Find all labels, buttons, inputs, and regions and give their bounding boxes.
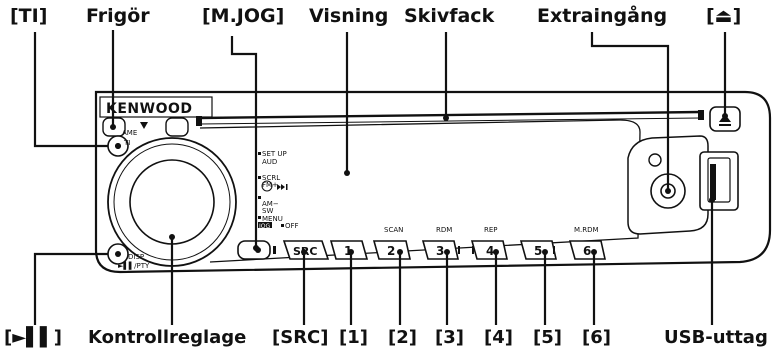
setup-label: SET UP	[262, 150, 287, 158]
jog-indicator-icon	[261, 180, 273, 192]
faceplate-inner-line	[199, 119, 641, 263]
disp-label: DISP	[128, 253, 144, 261]
callout-1: [1]	[339, 327, 368, 348]
callout-skivfack: Skivfack	[404, 5, 495, 27]
callout-eject: [⏏]	[706, 5, 742, 27]
callout-2: [2]	[388, 327, 417, 348]
callout-mjog: [M.JOG]	[202, 5, 285, 27]
scan-label: SCAN	[384, 226, 403, 234]
aux-small-led	[648, 153, 662, 167]
fm-label: FM+	[262, 181, 278, 189]
preset-button-4[interactable]	[470, 240, 508, 260]
mrdm-label: M.RDM	[574, 226, 599, 234]
preset-5-label: 5	[534, 244, 542, 258]
rdm-label: RDM	[436, 226, 452, 234]
callout-4: [4]	[484, 327, 513, 348]
leader-mjog	[230, 36, 258, 248]
preset-2-label: 2	[387, 244, 395, 258]
callout-6: [6]	[582, 327, 611, 348]
preset-button-6[interactable]	[568, 240, 606, 260]
preset-4-label: 4	[486, 244, 494, 258]
callout-visning: Visning	[309, 5, 389, 27]
preset-6-label: 6	[583, 244, 591, 258]
callout-3: [3]	[435, 327, 464, 348]
display-point	[344, 170, 350, 176]
sw-label: SW	[262, 207, 273, 215]
callout-ti: [TI]	[10, 5, 48, 27]
jog-label: JOG	[258, 223, 270, 230]
leader-extraingang	[590, 32, 670, 190]
brand-logo: KENWOOD	[106, 101, 193, 117]
leader-playpause	[33, 252, 108, 325]
ame-label: AME	[122, 129, 137, 137]
callout-usb: USB-uttag	[664, 327, 768, 348]
callout-frigor: Frigör	[86, 5, 150, 27]
leader-ti	[33, 32, 108, 148]
callout-playpause: [►▌▌]	[4, 327, 62, 348]
arrow-down-icon	[140, 122, 148, 129]
scrl-label: SCRL	[262, 174, 280, 182]
disc-slot	[199, 110, 701, 120]
menu-label: MENU	[262, 215, 283, 223]
callout-kontroll: Kontrollreglage	[88, 327, 247, 348]
aud-label: AUD	[262, 158, 277, 166]
preset-button-5[interactable]	[519, 240, 557, 260]
callout-5: [5]	[533, 327, 562, 348]
callout-extraingang: Extraingång	[537, 5, 668, 27]
brand-logo-box	[99, 96, 213, 118]
small-button[interactable]	[165, 117, 189, 137]
preset-button-3[interactable]	[421, 240, 459, 260]
am-label: AM−	[262, 200, 279, 208]
pty-label: ►▌▌/PTY	[118, 261, 150, 270]
rep-label: REP	[484, 226, 498, 234]
eject-icon	[719, 114, 731, 126]
ti-label: TI	[123, 139, 130, 147]
off-label: OFF	[285, 222, 299, 230]
control-knob-inner	[129, 159, 215, 245]
preset-3-label: 3	[436, 244, 444, 258]
callout-src: [SRC]	[272, 327, 329, 348]
